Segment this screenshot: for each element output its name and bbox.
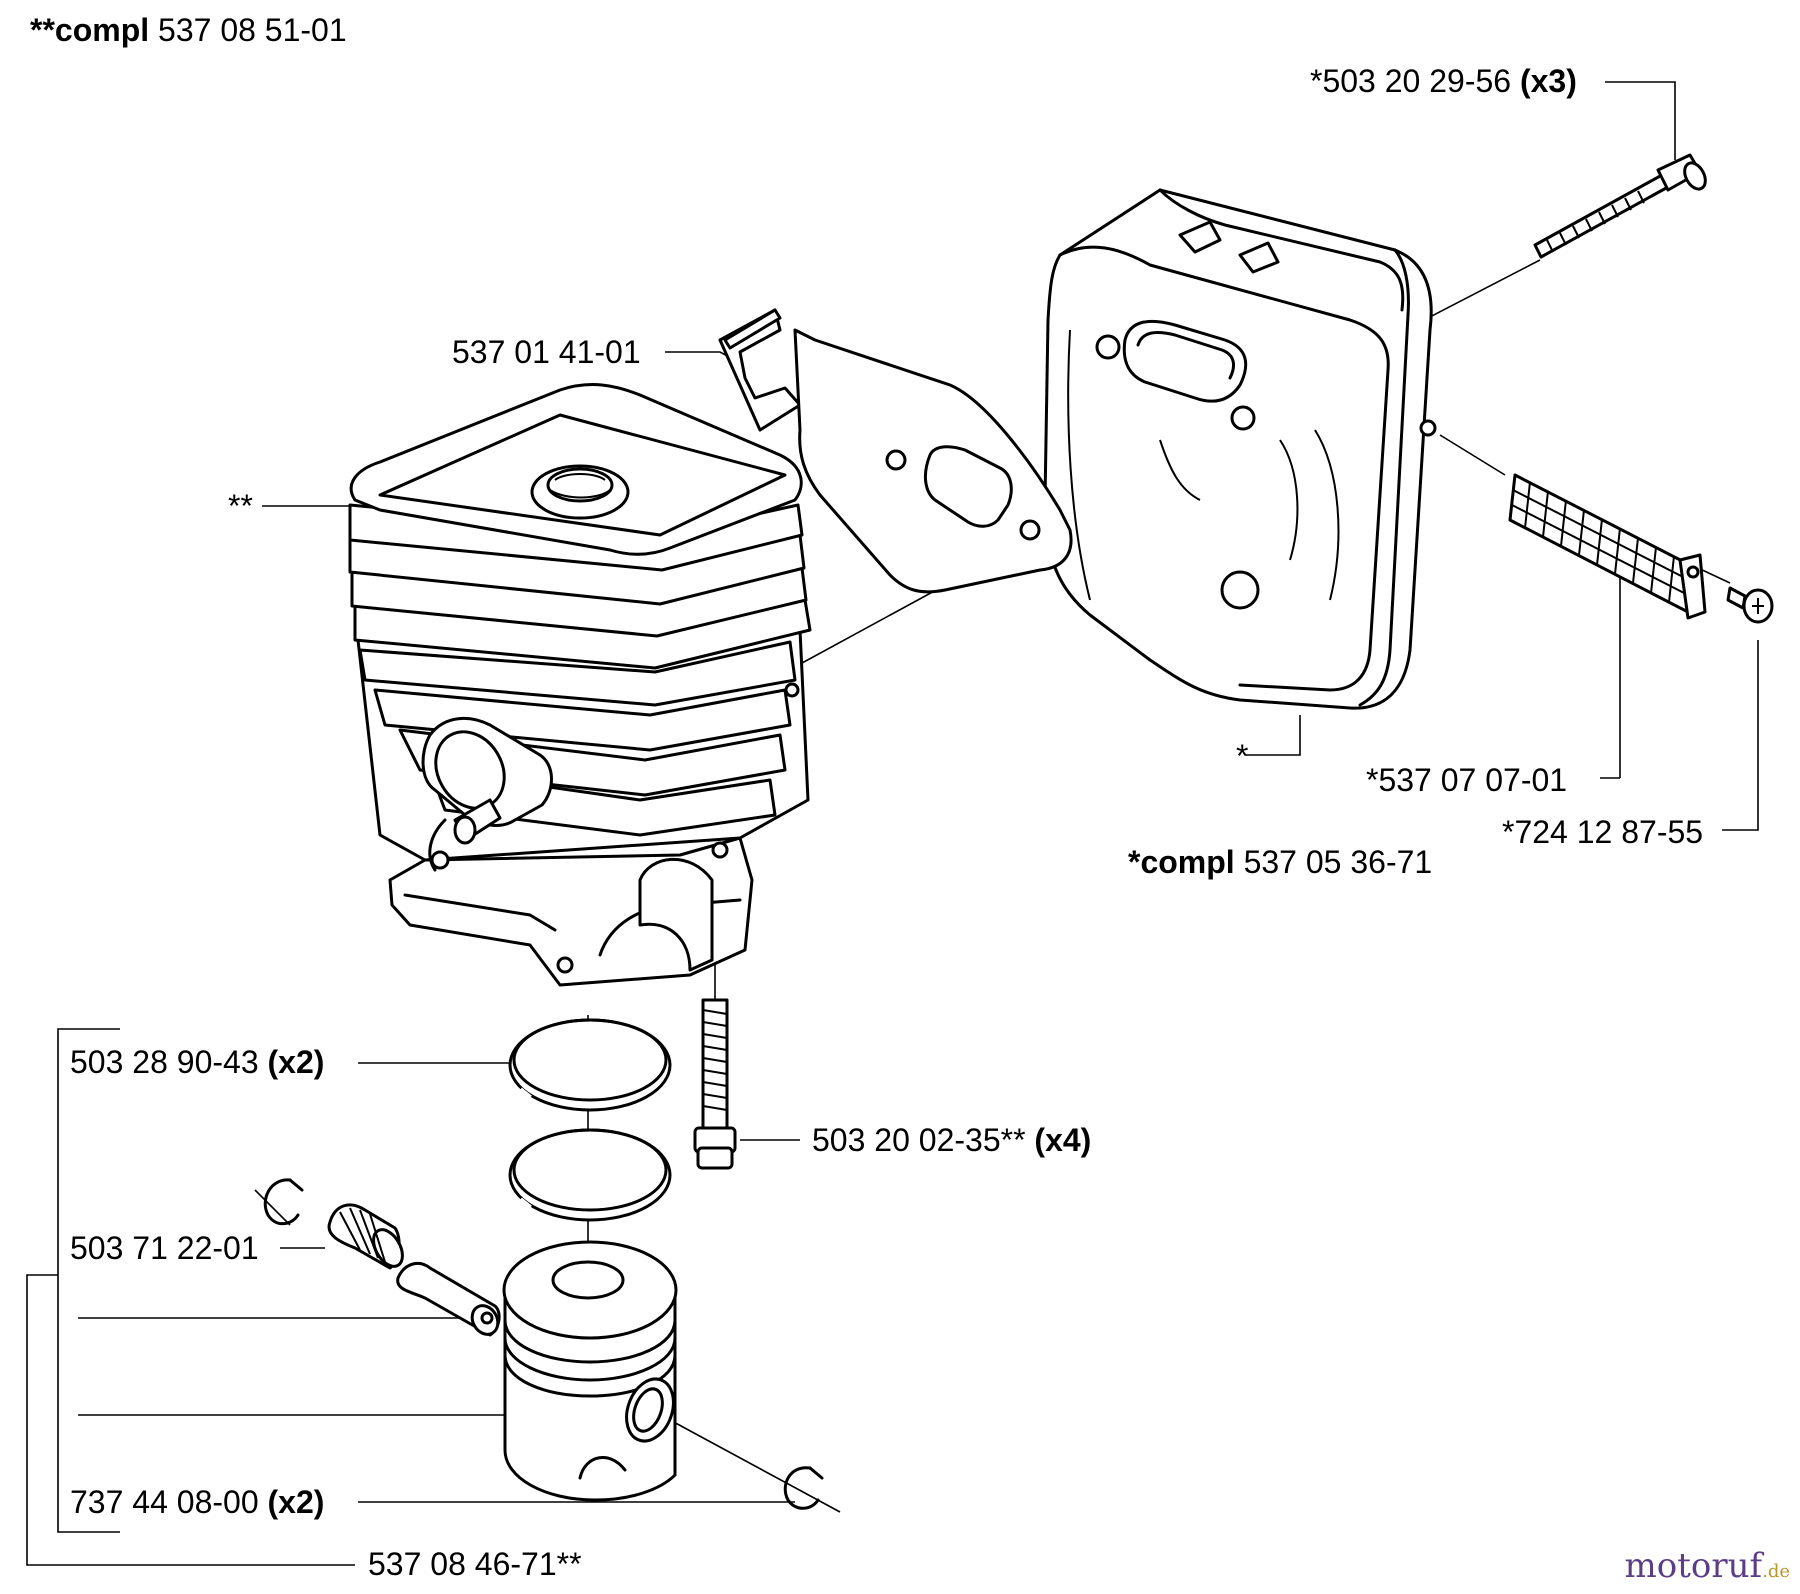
circlip-qty: (x2) (267, 1484, 325, 1520)
label-cylinder-marker: ** (228, 488, 253, 524)
label-muffler-bolt: *503 20 29-56 (x3) (1310, 63, 1577, 99)
label-needle-bearing: 503 71 22-01 (70, 1230, 259, 1266)
cylinder-screw-number: 503 20 02-35** (812, 1122, 1026, 1158)
cylinder-screw-part (693, 998, 737, 1170)
label-piston-kit: 537 08 46-71** (368, 1546, 582, 1582)
piston-ring-qty: (x2) (267, 1044, 325, 1080)
label-spark-screen: *537 07 07-01 (1366, 762, 1567, 798)
piston-pin-part (396, 1261, 501, 1337)
muffler-part (1043, 188, 1437, 710)
muffler-bolt-qty: (x3) (1519, 63, 1577, 99)
label-bracket-gasket: 537 01 41-01 (452, 334, 641, 370)
piston-rings-part (508, 1018, 672, 1222)
cylinder-marker-text: ** (228, 488, 253, 524)
cylinder-compl-word: compl (54, 12, 150, 48)
spark-arrestor-screen-part (1508, 473, 1707, 620)
label-cylinder-compl: **compl 537 08 51-01 (30, 12, 347, 48)
muffler-bolt-part (1533, 153, 1707, 259)
muffler-bolt-number: *503 20 29-56 (1310, 63, 1512, 99)
label-circlip: 737 44 08-00 (x2) (70, 1484, 324, 1520)
piston-ring-number: 503 28 90-43 (70, 1044, 259, 1080)
spark-screen-number: *537 07 07-01 (1366, 762, 1568, 798)
label-piston-ring: 503 28 90-43 (x2) (70, 1044, 324, 1080)
muffler-compl-prefix: * (1128, 844, 1141, 880)
circlips-part (263, 1178, 824, 1510)
label-screen-screw: *724 12 87-55 (1502, 814, 1703, 850)
leader-lines (26, 81, 1759, 1566)
needle-bearing-part (327, 1203, 404, 1270)
muffler-compl-number: 537 05 36-71 (1243, 844, 1433, 880)
bracket-gasket-number: 537 01 41-01 (452, 334, 641, 370)
piston-part (502, 1240, 678, 1502)
watermark-main: motoruf (1624, 1546, 1763, 1586)
screen-screw-part (1726, 586, 1774, 624)
circlip-number: 737 44 08-00 (70, 1484, 259, 1520)
cylinder-compl-prefix: ** (30, 12, 55, 48)
label-cylinder-screw: 503 20 02-35** (x4) (812, 1122, 1091, 1158)
bracket-gasket-part (718, 308, 1073, 594)
watermark-suffix: .de (1762, 1561, 1790, 1582)
watermark-logo: motoruf.de (1625, 1546, 1790, 1586)
cylinder-compl-number: 537 08 51-01 (158, 12, 347, 48)
cylinder-screw-qty: (x4) (1034, 1122, 1092, 1158)
screen-screw-number: *724 12 87-55 (1502, 814, 1704, 850)
piston-kit-number: 537 08 46-71** (368, 1546, 582, 1582)
label-muffler-compl: *compl 537 05 36-71 (1128, 844, 1432, 880)
cylinder-part (348, 383, 812, 987)
label-muffler-marker: * (1236, 738, 1248, 774)
needle-bearing-number: 503 71 22-01 (70, 1230, 259, 1266)
muffler-marker-text: * (1236, 738, 1249, 774)
muffler-compl-word: compl (1140, 844, 1235, 880)
